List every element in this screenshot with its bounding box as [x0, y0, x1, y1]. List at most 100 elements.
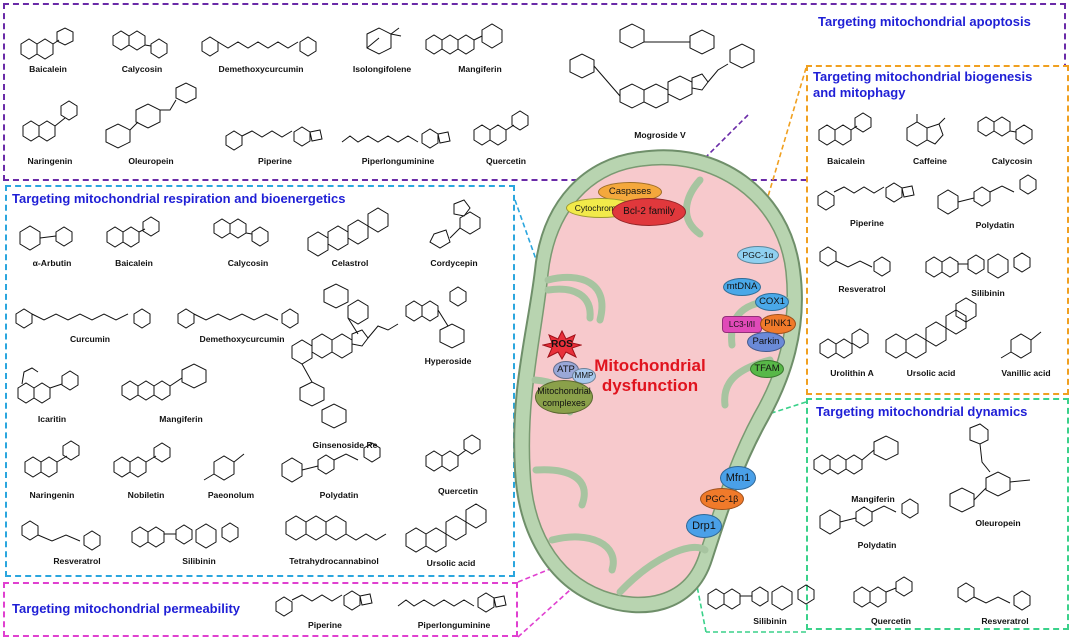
molecule-icon	[405, 503, 487, 553]
compound-dynamics-quercetin: Quercetin	[846, 576, 936, 627]
compound-label: Tetrahydrocannabinol	[289, 556, 379, 566]
molecule-icon	[106, 216, 160, 248]
molecule-icon	[405, 286, 467, 349]
molecule-icon	[819, 328, 869, 359]
compound-apoptosis-calycosin: Calycosin	[100, 24, 184, 75]
molecule-icon	[213, 218, 269, 247]
compound-respiration-quercetin: Quercetin	[416, 430, 500, 497]
crista-6	[683, 176, 704, 238]
compound-dynamics-oleuropein: Oleuropein	[930, 422, 1066, 529]
compound-label: Piperine	[850, 218, 884, 228]
molecule-icon	[22, 100, 78, 142]
compound-label: Polydatin	[319, 490, 359, 500]
compound-respiration-ursolic-acid: Ursolic acid	[396, 496, 506, 569]
title-biogenesis: Targeting mitochondrial biogenesis and m…	[813, 69, 1032, 101]
compound-label: Calycosin	[121, 64, 163, 74]
molecule-icon	[177, 308, 299, 329]
compound-respiration-demethoxycurcumin: Demethoxycurcumin	[172, 298, 312, 345]
compound-label: Paeonolum	[207, 490, 255, 500]
molecule-icon	[885, 297, 977, 359]
compound-respiration-resveratrol: Resveratrol	[12, 516, 142, 567]
compound-apoptosis-mogroside-v: Mogroside V	[560, 20, 760, 141]
title-apoptosis: Targeting mitochondrial apoptosis	[818, 14, 1031, 29]
molecule-icon	[425, 23, 503, 55]
molecule-icon	[813, 435, 899, 475]
title-biogenesis-line2: and mitophagy	[813, 85, 906, 100]
molecule-icon	[819, 246, 891, 277]
molecule-icon	[473, 110, 529, 146]
region-respiration-box	[5, 185, 515, 577]
molecule-icon	[957, 582, 1031, 611]
compound-respiration-polydatin: Polydatin	[274, 440, 404, 501]
marker-complexes-line2: complexes	[542, 398, 586, 408]
compound-label: Ginsenoside Re	[312, 440, 378, 450]
molecule-icon	[275, 590, 373, 617]
compound-label: Demethoxycurcumin	[199, 334, 285, 344]
compound-apoptosis-naringenin: Naringenin	[8, 96, 92, 167]
marker-tfam: TFAM	[750, 360, 784, 378]
compound-respiration-naringenin: Naringenin	[10, 438, 94, 501]
crista-1	[544, 273, 606, 324]
molecule-icon	[707, 584, 815, 611]
molecule-icon	[291, 283, 399, 429]
connector-biogenesis	[763, 67, 807, 211]
molecule-icon	[818, 112, 872, 146]
compound-respiration-silibinin: Silibinin	[124, 512, 274, 567]
compound-label: Caffeine	[913, 156, 947, 166]
compound-apoptosis-piperlonguminine: Piperlonguminine	[336, 122, 460, 167]
marker-lc3: LC3-I/II	[722, 316, 762, 333]
compound-label: Hyperoside	[424, 356, 472, 366]
compound-respiration-celastrol: Celastrol	[300, 200, 400, 269]
compound-permeability-piperine: Piperine	[270, 586, 380, 631]
compound-respiration-mangiferin: Mangiferin	[116, 350, 246, 425]
molecule-icon	[15, 308, 151, 329]
compound-label: Curcumin	[69, 334, 111, 344]
compound-label: Urolithin A	[830, 368, 874, 378]
molecule-icon	[949, 423, 1031, 513]
compound-respiration-a-arbutin: α-Arbutin	[10, 214, 94, 269]
crista-8	[548, 533, 617, 574]
compound-label: Isolongifolene	[352, 64, 412, 74]
compound-biogenesis-piperine: Piperine	[812, 178, 922, 229]
molecule-icon	[105, 82, 197, 149]
molecule-icon	[817, 182, 915, 211]
compound-respiration-icaritin: Icaritin	[10, 364, 94, 425]
connector-dynamics-c	[689, 549, 707, 633]
molecule-icon	[131, 522, 239, 549]
marker-mmp: MMP	[572, 368, 596, 384]
compound-apoptosis-baicalein: Baicalein	[6, 24, 90, 75]
compound-label: Resveratrol	[53, 556, 101, 566]
molecule-icon	[285, 515, 387, 541]
region-biogenesis-box	[806, 65, 1069, 395]
marker-pgc-1a: PGC-1α	[737, 246, 779, 264]
compound-label: Piperine	[308, 620, 342, 630]
compound-label: Silibinin	[971, 288, 1005, 298]
compound-label: Mangiferin	[458, 64, 502, 74]
molecule-icon	[819, 498, 919, 535]
molecule-icon	[17, 367, 79, 404]
marker-complexes-line1: Mitochondrial	[537, 386, 591, 396]
title-respiration: Targeting mitochondrial respiration and …	[12, 191, 346, 206]
crista-7	[616, 543, 709, 596]
compound-label: Naringenin	[27, 156, 73, 166]
compound-label: Quercetin	[870, 616, 912, 626]
molecule-icon	[113, 442, 171, 478]
molecule-icon	[977, 116, 1033, 145]
compound-label: Baicalein	[827, 156, 865, 166]
compound-label: Piperlonguminine	[361, 156, 435, 166]
compound-label: Quercetin	[485, 156, 527, 166]
compound-label: Resveratrol	[838, 284, 886, 294]
compound-label: Icaritin	[37, 414, 67, 424]
title-dynamics: Targeting mitochondrial dynamics	[816, 404, 1028, 419]
compound-label: Vanillic acid	[1001, 368, 1051, 378]
marker-mitochondrial-complexes: Mitochondrial complexes	[535, 380, 593, 414]
marker-mfn1: Mfn1	[720, 466, 756, 490]
molecule-icon	[937, 174, 1037, 215]
compound-label: Baicalein	[29, 64, 67, 74]
molecule-icon	[21, 520, 101, 551]
marker-parkin: Parkin	[747, 332, 785, 352]
compound-dynamics-mangiferin: Mangiferin	[808, 420, 938, 505]
compound-label: Nobiletin	[127, 490, 165, 500]
compound-label: Silibinin	[182, 556, 216, 566]
compound-biogenesis-calycosin: Calycosin	[970, 108, 1054, 167]
